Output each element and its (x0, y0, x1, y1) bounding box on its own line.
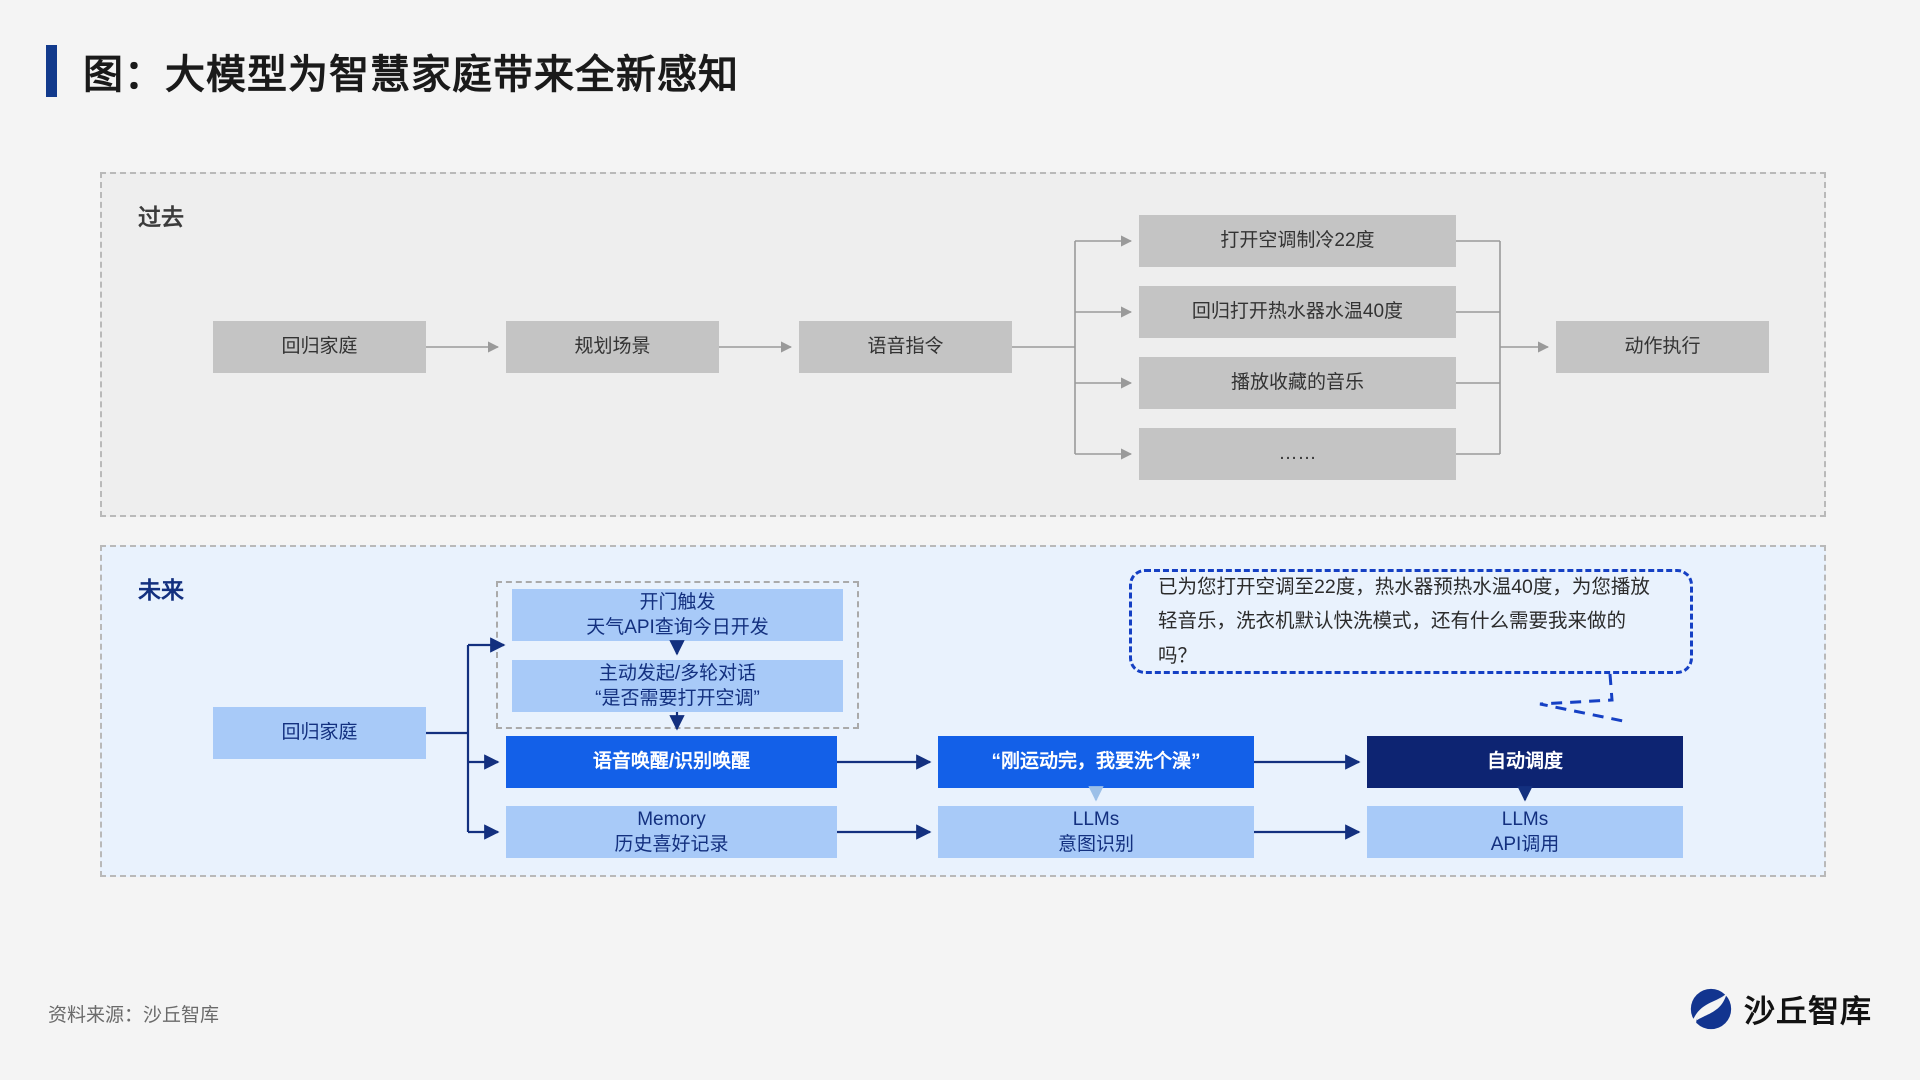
future-llm-api-line1: LLMs (1501, 808, 1549, 830)
assistant-speech-bubble-text: 已为您打开空调至22度，热水器预热水温40度，为您播放 轻音乐，洗衣机默认快洗模… (1158, 570, 1664, 672)
source-note: 资料来源：沙丘智库 (48, 1005, 220, 1026)
future-auto-dispatch-label: 自动调度 (1486, 751, 1563, 773)
future-memory-line1: Memory (637, 808, 706, 830)
past-branch-more[interactable]: …… (1139, 428, 1456, 480)
future-utterance-box[interactable]: “刚运动完，我要洗个澡” (938, 736, 1254, 788)
title-accent-bar (46, 45, 57, 97)
future-llm-api-line2: API调用 (1490, 834, 1560, 855)
past-branch-more-label: …… (1278, 443, 1317, 465)
shaqiu-logo-icon (1690, 988, 1732, 1029)
page-title-text: 图：大模型为智慧家庭带来全新感知 (83, 53, 739, 97)
future-entry-home-label: 回归家庭 (281, 722, 358, 744)
past-step-plan[interactable]: 规划场景 (506, 321, 719, 373)
future-llm-intent-box[interactable]: LLMs 意图识别 (938, 806, 1254, 858)
past-result-execute-label: 动作执行 (1624, 336, 1701, 358)
future-memory-box[interactable]: Memory 历史喜好记录 (506, 806, 837, 858)
past-panel-label: 过去 (138, 204, 184, 230)
future-llm-api-box[interactable]: LLMs API调用 (1367, 806, 1683, 858)
past-branch-waterheater-label: 回归打开热水器水温40度 (1191, 301, 1404, 323)
past-step-voice-command-label: 语音指令 (867, 336, 944, 358)
future-llm-intent-line2: 意图识别 (1057, 834, 1134, 855)
brand-logo-text: 沙丘智库 (1744, 994, 1872, 1029)
future-wake-label: 语音唤醒/识别唤醒 (592, 751, 751, 773)
past-branch-music[interactable]: 播放收藏的音乐 (1139, 357, 1456, 409)
past-result-execute[interactable]: 动作执行 (1556, 321, 1769, 373)
future-trigger-box[interactable]: 开门触发 天气API查询今日开发 (512, 589, 843, 641)
future-utterance-label: “刚运动完，我要洗个澡” (991, 751, 1201, 773)
future-memory-line2: 历史喜好记录 (614, 834, 729, 855)
speech-line-1: 已为您打开空调至22度，热水器预热水温40度，为您播放 (1158, 576, 1650, 599)
brand-logo: 沙丘智库 (1690, 986, 1872, 1031)
page-title: 图：大模型为智慧家庭带来全新感知 (46, 42, 739, 100)
future-panel-label: 未来 (138, 577, 184, 603)
past-branch-ac-label: 打开空调制冷22度 (1220, 230, 1375, 252)
speech-line-2: 轻音乐，洗衣机默认快洗模式，还有什么需要我来做的吗？ (1158, 610, 1627, 667)
past-branch-waterheater[interactable]: 回归打开热水器水温40度 (1139, 286, 1456, 338)
past-step-home[interactable]: 回归家庭 (213, 321, 426, 373)
future-trigger-line1: 开门触发 (639, 591, 716, 613)
future-entry-home[interactable]: 回归家庭 (213, 707, 426, 759)
past-step-voice-command[interactable]: 语音指令 (799, 321, 1012, 373)
future-auto-dispatch-box[interactable]: 自动调度 (1367, 736, 1683, 788)
past-branch-ac[interactable]: 打开空调制冷22度 (1139, 215, 1456, 267)
future-llm-intent-line1: LLMs (1072, 808, 1120, 830)
past-step-plan-label: 规划场景 (574, 336, 651, 358)
past-branch-music-label: 播放收藏的音乐 (1230, 372, 1364, 394)
future-trigger-line2: 天气API查询今日开发 (586, 617, 769, 638)
future-dialog-line2: “是否需要打开空调” (595, 688, 760, 709)
past-step-home-label: 回归家庭 (281, 336, 358, 358)
future-wake-box[interactable]: 语音唤醒/识别唤醒 (506, 736, 837, 788)
future-dialog-line1: 主动发起/多轮对话 (598, 662, 757, 684)
future-dialog-box[interactable]: 主动发起/多轮对话 “是否需要打开空调” (512, 660, 843, 712)
assistant-speech-bubble: 已为您打开空调至22度，热水器预热水温40度，为您播放 轻音乐，洗衣机默认快洗模… (1129, 569, 1693, 674)
